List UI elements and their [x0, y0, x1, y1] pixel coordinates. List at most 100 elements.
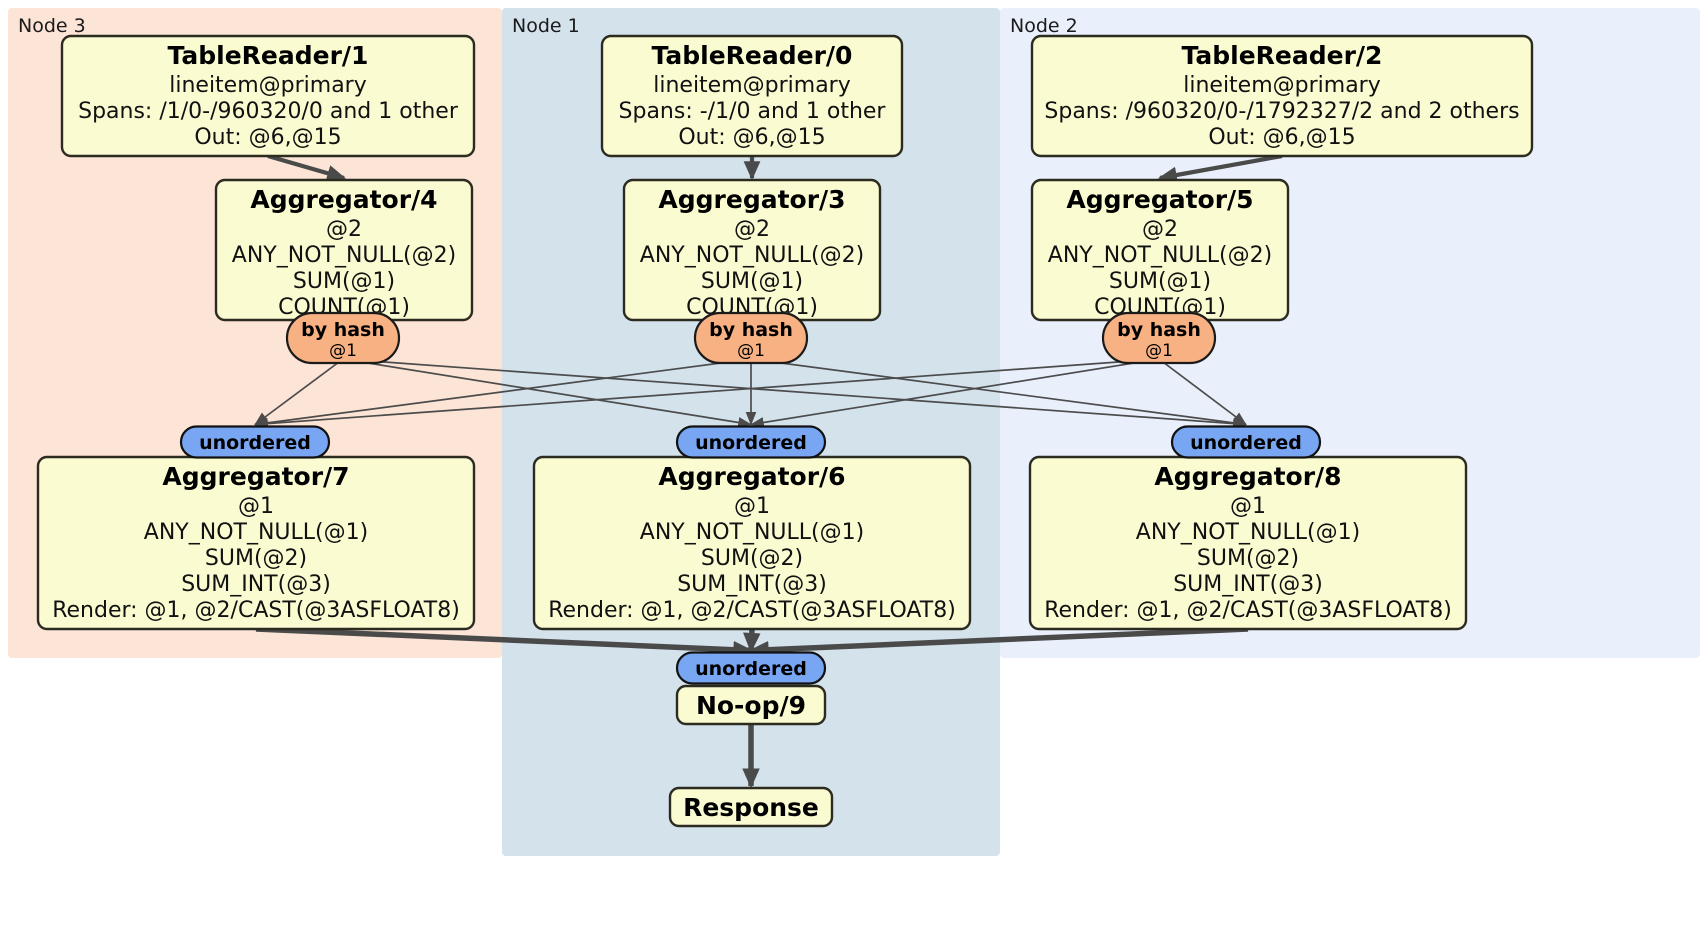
- edge-agg7-un9: [255, 626, 754, 659]
- processor-title: Aggregator/4: [250, 185, 437, 214]
- processor-detail-line: SUM(@2): [205, 546, 307, 571]
- processor-title: Aggregator/6: [658, 462, 845, 491]
- edge-hash3-un7: [254, 358, 752, 429]
- stream-pill-frame: [1170, 425, 1322, 459]
- processor-detail-line: ANY_NOT_NULL(@1): [1136, 520, 1360, 545]
- edge-hash5-un6: [750, 358, 1160, 428]
- stream-pill-frame: [285, 311, 401, 365]
- processor-box-frame: [1030, 34, 1534, 158]
- stream-pill-frame: [675, 651, 827, 685]
- processor-detail-line: SUM_INT(@3): [181, 572, 331, 597]
- node-panel-label: Node 2: [1010, 15, 1078, 37]
- processor-detail-line: SUM_INT(@3): [1173, 572, 1323, 597]
- processor-detail-line: Render: @1, @2/CAST(@3ASFLOAT8): [548, 598, 956, 623]
- processor-detail-line: lineitem@primary: [653, 73, 851, 98]
- processor-detail-line: SUM(@1): [701, 269, 803, 294]
- processor-detail-line: ANY_NOT_NULL(@2): [640, 243, 864, 268]
- processor-detail-line: Spans: /960320/0-/1792327/2 and 2 others: [1044, 99, 1519, 124]
- stream-pill-sublabel: @1: [329, 341, 357, 361]
- processor-title: Response: [683, 793, 819, 822]
- edge-hash5-un7: [254, 358, 1160, 430]
- stream-pill-label: unordered: [1190, 432, 1302, 454]
- processor-box-aggregator4[interactable]: Aggregator/4@2ANY_NOT_NULL(@2)SUM(@1)COU…: [214, 178, 474, 322]
- processor-detail-line: @1: [734, 494, 770, 519]
- processor-detail-line: Spans: -/1/0 and 1 other: [619, 99, 887, 124]
- stream-pill-frame: [693, 311, 809, 365]
- stream-pill-sublabel: @1: [1145, 341, 1173, 361]
- processor-box-aggregator8[interactable]: Aggregator/8 @1ANY_NOT_NULL(@1)SUM(@2)SUM…: [1028, 455, 1468, 631]
- processor-detail-line: ANY_NOT_NULL(@1): [640, 520, 864, 545]
- processor-box-aggregator6[interactable]: Aggregator/6 @1ANY_NOT_NULL(@1)SUM(@2)SUM…: [532, 455, 972, 631]
- processor-title: Aggregator/5: [1066, 185, 1253, 214]
- processor-box-frame: [600, 34, 904, 158]
- stream-pill-label: by hash: [709, 319, 793, 341]
- edge-hash4-un8: [342, 358, 1247, 430]
- processor-detail-line: @1: [1230, 494, 1266, 519]
- stream-pill-frame: [1101, 311, 1217, 365]
- processor-box-frame: [60, 34, 476, 158]
- processor-detail-line: SUM(@2): [1197, 546, 1299, 571]
- processor-box-aggregator5[interactable]: Aggregator/5@2ANY_NOT_NULL(@2)SUM(@1)COU…: [1030, 178, 1290, 322]
- processor-detail-line: Render: @1, @2/CAST(@3ASFLOAT8): [1044, 598, 1452, 623]
- processor-box-aggregator7[interactable]: Aggregator/7 @1ANY_NOT_NULL(@1)SUM(@2)SUM…: [36, 455, 476, 631]
- processor-box-frame: [668, 786, 834, 828]
- stream-pill-unordered-6[interactable]: unordered: [675, 425, 827, 459]
- processor-box-aggregator3[interactable]: Aggregator/3@2ANY_NOT_NULL(@2)SUM(@1)COU…: [622, 178, 882, 322]
- stream-pill-unordered-7[interactable]: unordered: [179, 425, 331, 459]
- processor-detail-line: @2: [734, 217, 770, 242]
- stream-pill-label: unordered: [695, 658, 807, 680]
- processor-detail-line: lineitem@primary: [169, 73, 367, 98]
- node-panel-label: Node 3: [18, 15, 86, 37]
- edge-hash4-un6: [342, 358, 752, 428]
- stream-pill-frame: [179, 425, 331, 459]
- processor-detail-line: Out: @6,@15: [1208, 125, 1355, 150]
- processor-detail-line: lineitem@primary: [1183, 73, 1381, 98]
- edge-agg8-un9: [748, 626, 1249, 659]
- stream-pill-frame: [675, 425, 827, 459]
- edge-tr1-agg4: [267, 153, 347, 182]
- stream-pill-byhash-4[interactable]: by hash@1: [285, 311, 401, 365]
- node-panel-label: Node 1: [512, 15, 580, 37]
- processor-detail-line: SUM(@1): [1109, 269, 1211, 294]
- stream-pill-unordered-8[interactable]: unordered: [1170, 425, 1322, 459]
- processor-detail-line: @2: [326, 217, 362, 242]
- stream-pill-label: unordered: [199, 432, 311, 454]
- processor-title: TableReader/1: [168, 41, 369, 70]
- edge-hash4-un7: [254, 358, 344, 426]
- edge-hash3-un8: [750, 358, 1247, 429]
- processor-detail-line: SUM(@1): [293, 269, 395, 294]
- processor-title: No-op/9: [696, 691, 806, 720]
- processor-detail-line: Out: @6,@15: [678, 125, 825, 150]
- stream-pill-byhash-3[interactable]: by hash@1: [693, 311, 809, 365]
- processor-box-noop9[interactable]: No-op/9: [675, 684, 827, 726]
- processor-detail-line: @1: [238, 494, 274, 519]
- edges-layer: [254, 153, 1283, 789]
- processor-detail-line: ANY_NOT_NULL(@2): [1048, 243, 1272, 268]
- processor-detail-line: SUM_INT(@3): [677, 572, 827, 597]
- stream-pill-byhash-5[interactable]: by hash@1: [1101, 311, 1217, 365]
- edge-agg6-un9: [743, 628, 761, 653]
- processor-box-response[interactable]: Response: [668, 786, 834, 828]
- processor-detail-line: ANY_NOT_NULL(@1): [144, 520, 368, 545]
- edge-tr2-agg5: [1157, 153, 1283, 184]
- processor-title: Aggregator/7: [162, 462, 349, 491]
- processor-detail-line: Out: @6,@15: [194, 125, 341, 150]
- processor-detail-line: @2: [1142, 217, 1178, 242]
- processor-title: TableReader/0: [652, 41, 853, 70]
- stream-pill-unordered-9[interactable]: unordered: [675, 651, 827, 685]
- processor-title: Aggregator/3: [658, 185, 845, 214]
- processor-title: Aggregator/8: [1154, 462, 1341, 491]
- processor-detail-line: SUM(@2): [701, 546, 803, 571]
- processor-title: TableReader/2: [1182, 41, 1383, 70]
- processor-detail-line: Spans: /1/0-/960320/0 and 1 other: [78, 99, 459, 124]
- processor-detail-line: ANY_NOT_NULL(@2): [232, 243, 456, 268]
- stream-pill-label: by hash: [1117, 319, 1201, 341]
- processor-detail-line: Render: @1, @2/CAST(@3ASFLOAT8): [52, 598, 460, 623]
- processor-box-frame: [675, 684, 827, 726]
- stream-pill-label: by hash: [301, 319, 385, 341]
